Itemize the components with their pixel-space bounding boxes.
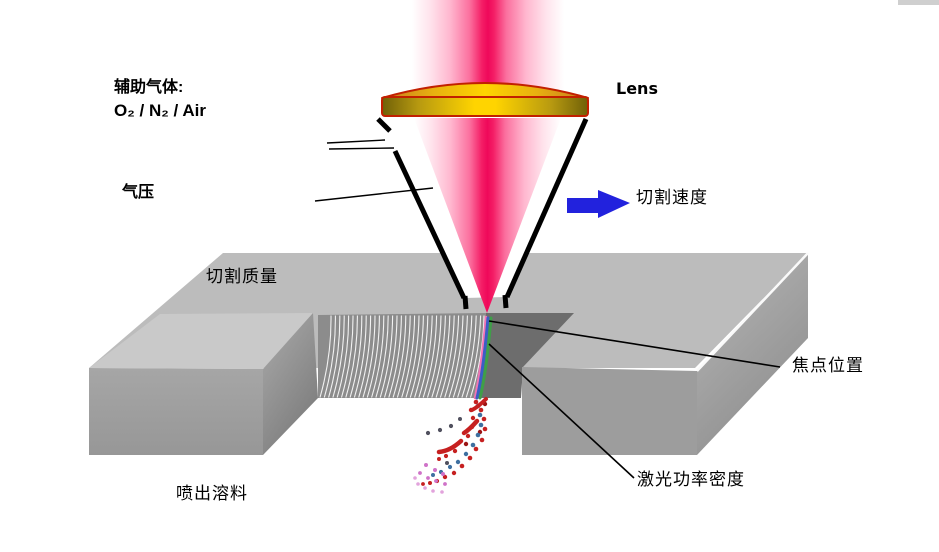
label-laser-power-density: 激光功率密度 — [637, 470, 745, 489]
label-cutting-quality: 切割质量 — [206, 267, 278, 286]
callout-line-focus-position — [488, 320, 781, 368]
kerf-beam-lines — [473, 315, 493, 400]
label-lens: Lens — [616, 79, 658, 98]
workpiece-right-face — [697, 253, 808, 455]
label-assist-gas-line2: O₂ / N₂ / Air — [114, 101, 206, 120]
lens-convex-top — [381, 82, 589, 99]
label-assist-gas: 辅助气体: O₂ / N₂ / Air — [114, 76, 206, 122]
laser-beam-upper — [412, 0, 564, 98]
nozzle-cone-left-upper-line — [376, 117, 392, 133]
focusing-lens — [381, 82, 589, 117]
kerf-striations — [319, 315, 485, 398]
callout-line-gas-pressure — [314, 187, 434, 202]
kerf-line-blue — [475, 316, 490, 400]
callout-line-assist-gas-upper — [326, 139, 386, 144]
cut-piece-right-face — [263, 313, 318, 455]
cut-piece-block — [89, 313, 318, 455]
laser-beam-converging — [414, 118, 561, 313]
nozzle-cone-right-line — [504, 117, 589, 299]
kerf-shadow-pocket — [476, 313, 574, 398]
nozzle-tip-left-stub — [462, 295, 469, 310]
nozzle-cone — [376, 117, 589, 310]
callout-line-laser-power-density — [488, 343, 635, 479]
workpiece-right-block — [522, 252, 809, 455]
spark-particles — [413, 399, 488, 494]
label-gas-pressure: 气压 — [122, 184, 155, 201]
label-assist-gas-line1: 辅助气体: — [114, 79, 184, 96]
nozzle-cone-left-line — [392, 149, 467, 300]
nozzle-tip-right-stub — [502, 294, 509, 309]
workpiece-front-face — [522, 367, 697, 455]
cut-piece-front-face — [89, 368, 263, 455]
kerf-line-pink — [473, 315, 488, 400]
label-focus-position: 焦点位置 — [792, 356, 864, 375]
callout-line-assist-gas-lower — [328, 147, 395, 150]
cutting-direction-arrow — [567, 190, 630, 218]
cut-piece-top-face — [89, 313, 313, 369]
workpiece-edge-highlight — [696, 252, 809, 372]
kerf-line-green — [478, 316, 493, 400]
label-cutting-speed: 切割速度 — [636, 188, 708, 207]
label-ejected-melt: 喷出溶料 — [176, 484, 248, 503]
top-right-artifact-strip — [898, 0, 939, 5]
melt-streak-strokes — [436, 397, 488, 455]
callout-lines — [314, 139, 781, 479]
lens-body — [381, 96, 589, 117]
